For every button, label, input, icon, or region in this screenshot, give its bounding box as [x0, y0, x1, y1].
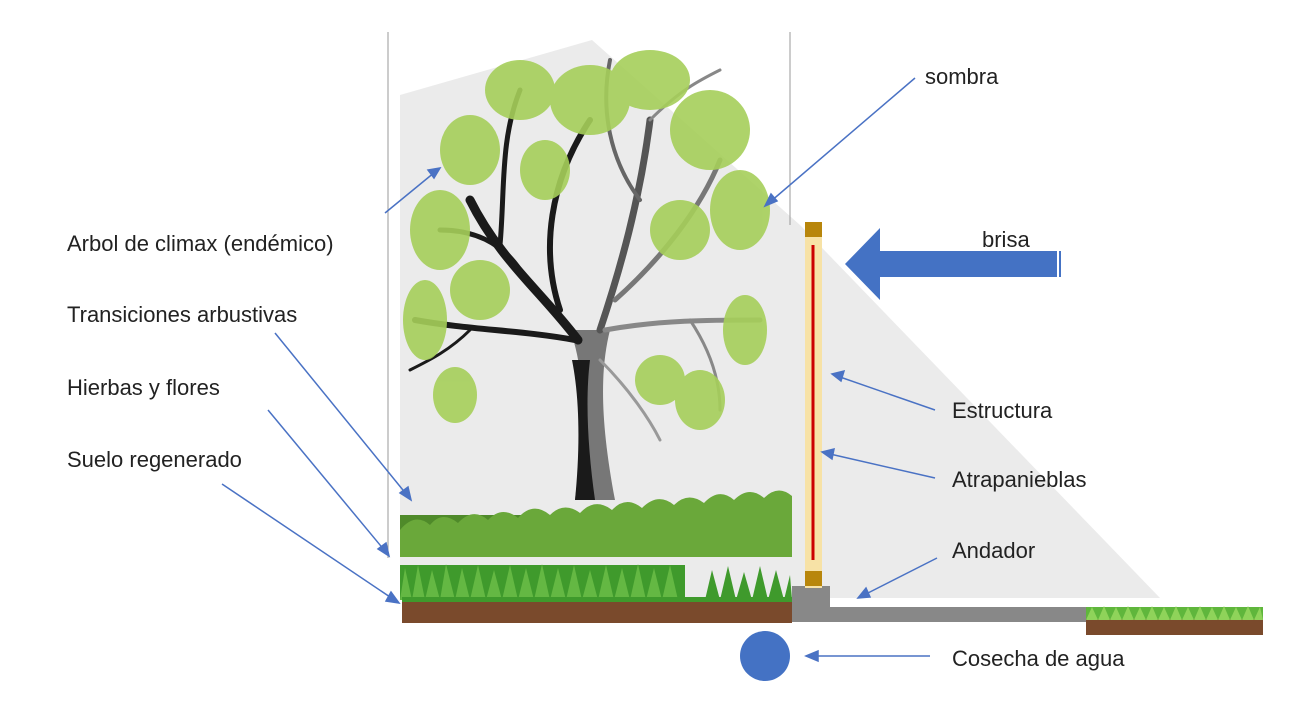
- climax-tree: [403, 50, 770, 500]
- leader-suelo: [221, 483, 394, 600]
- fog-catcher-structure: [805, 222, 822, 588]
- leader-sombra: [769, 77, 916, 203]
- soil-layer: [402, 600, 792, 623]
- label-arbol: Arbol de climax (endémico): [67, 231, 334, 256]
- leader-hierbas: [267, 409, 386, 552]
- leader-lines: [221, 77, 938, 663]
- right-grass-patch: [1086, 606, 1263, 635]
- leader-transiciones: [274, 332, 408, 496]
- label-suelo: Suelo regenerado: [67, 447, 242, 472]
- leader-arbol: [384, 171, 436, 214]
- label-estructura: Estructura: [952, 398, 1053, 423]
- walkway-block: [792, 586, 830, 622]
- water-tank: [740, 631, 790, 681]
- leader-estructura: [839, 376, 936, 411]
- label-sombra: sombra: [925, 64, 999, 89]
- grass-band: [400, 564, 792, 600]
- soil-top-strip: [402, 597, 792, 602]
- label-atrapanieblas: Atrapanieblas: [952, 467, 1087, 492]
- structure-cap-bottom: [805, 571, 822, 586]
- label-brisa: brisa: [982, 227, 1030, 252]
- breeze-arrow: [845, 228, 1061, 300]
- leader-andador: [865, 557, 938, 595]
- label-cosecha: Cosecha de agua: [952, 646, 1125, 671]
- label-hierbas: Hierbas y flores: [67, 375, 220, 400]
- label-andador: Andador: [952, 538, 1035, 563]
- label-transiciones: Transiciones arbustivas: [67, 302, 297, 327]
- leader-atrapanieblas: [829, 453, 936, 479]
- tree-trunk-dark: [572, 360, 595, 500]
- structure-cap-top: [805, 222, 822, 237]
- tree-foliage: [403, 50, 770, 430]
- shrub-band: [400, 490, 792, 557]
- walkway-path: [830, 607, 1088, 622]
